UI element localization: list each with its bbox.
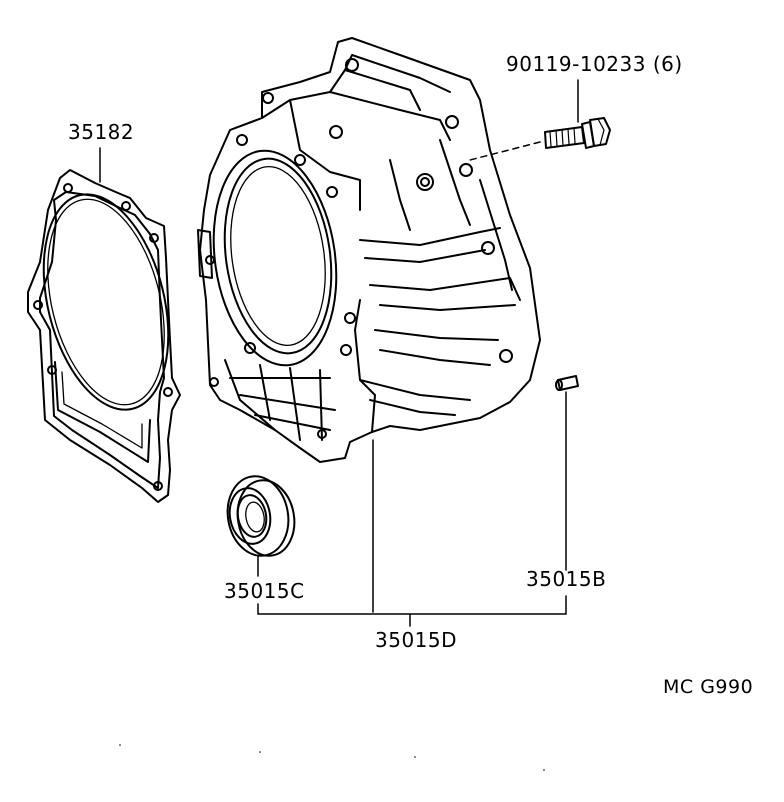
label-assembly: 35015D	[375, 628, 458, 652]
bolt-90119-10233	[469, 79, 611, 161]
assembly-bracket	[257, 595, 567, 627]
gasket-35182	[27, 147, 181, 503]
transmission-housing	[197, 37, 541, 613]
label-oil-seal: 35015C	[224, 579, 305, 603]
drawing-code: MC G990	[663, 676, 754, 698]
oil-seal-35015C	[226, 475, 296, 577]
label-gasket: 35182	[68, 120, 135, 144]
label-pin: 35015B	[526, 567, 607, 591]
label-bolt: 90119-10233 (6)	[506, 52, 683, 76]
pin-35015B	[555, 375, 579, 571]
